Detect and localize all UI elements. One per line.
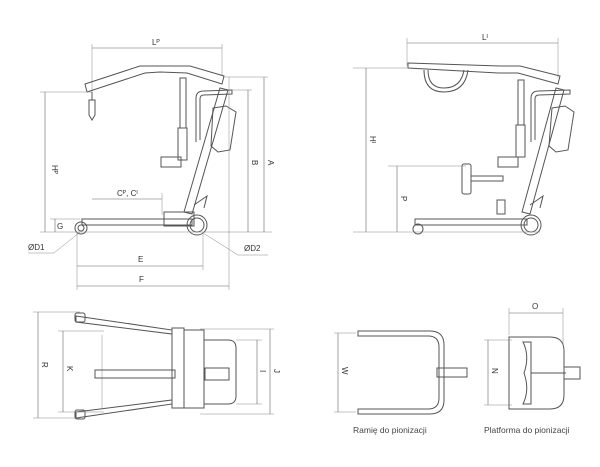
label-r: R xyxy=(40,362,49,368)
label-a: A xyxy=(266,160,275,166)
boom xyxy=(407,62,561,85)
push-handle xyxy=(530,89,571,142)
label-i: I xyxy=(258,370,267,372)
knee-pad xyxy=(522,341,532,405)
base-leg xyxy=(414,218,528,226)
label-d2: ØD2 xyxy=(244,244,261,253)
side-view-lifting: Lᴾ Hᴾ B A xyxy=(28,38,275,290)
knee-pad xyxy=(461,163,472,195)
boom-top xyxy=(94,369,176,379)
label-p: P xyxy=(399,196,408,201)
label-cp-ci: Cᴾ, Cᴵ xyxy=(117,189,138,198)
actuator xyxy=(517,79,525,126)
rear-castor xyxy=(520,214,542,236)
label-lp: Lᴾ xyxy=(152,38,160,47)
battery-box xyxy=(210,105,237,153)
label-b: B xyxy=(250,160,259,165)
label-o: O xyxy=(532,302,538,311)
label-hi: Hᴵ xyxy=(368,136,377,143)
left-leg xyxy=(75,315,173,335)
standing-platform-view: O N Platforma do pionizacji xyxy=(484,302,581,435)
label-j: J xyxy=(272,369,281,373)
right-leg xyxy=(75,399,173,419)
push-handle xyxy=(195,89,233,142)
actuator-body xyxy=(177,127,188,161)
battery-box xyxy=(548,105,575,153)
label-hp: Hᴾ xyxy=(50,165,59,175)
standing-arm-view: W Ramię do pionizacji xyxy=(334,330,468,435)
label-e: E xyxy=(138,255,143,264)
mast-top xyxy=(204,367,230,381)
base-leg xyxy=(81,218,193,226)
boom xyxy=(84,65,225,93)
standing-arm xyxy=(423,69,469,93)
label-d1: ØD1 xyxy=(28,243,45,252)
label-n: N xyxy=(490,368,499,374)
caption-standing-platform: Platforma do pionizacji xyxy=(484,425,570,435)
top-view: R K I J xyxy=(33,311,281,420)
label-k: K xyxy=(65,366,74,372)
side-view-standing: Lᴵ Hᴵ P xyxy=(353,33,575,236)
label-w: W xyxy=(340,367,349,375)
caption-standing-arm: Ramię do pionizacji xyxy=(353,425,427,435)
front-castor xyxy=(74,221,88,235)
push-handle xyxy=(204,339,237,405)
brake-pedal xyxy=(193,194,208,209)
arm-frame xyxy=(357,330,445,415)
cross-bar xyxy=(171,327,185,409)
platform-frame xyxy=(508,336,565,410)
arm-mount xyxy=(436,367,468,378)
label-g: G xyxy=(57,222,63,231)
actuator xyxy=(179,77,187,129)
rear-castor xyxy=(186,214,208,236)
label-f: F xyxy=(139,275,144,284)
platform-mount xyxy=(563,366,581,380)
front-castor xyxy=(412,223,424,235)
hook xyxy=(88,92,96,121)
label-li: Lᴵ xyxy=(482,33,488,42)
